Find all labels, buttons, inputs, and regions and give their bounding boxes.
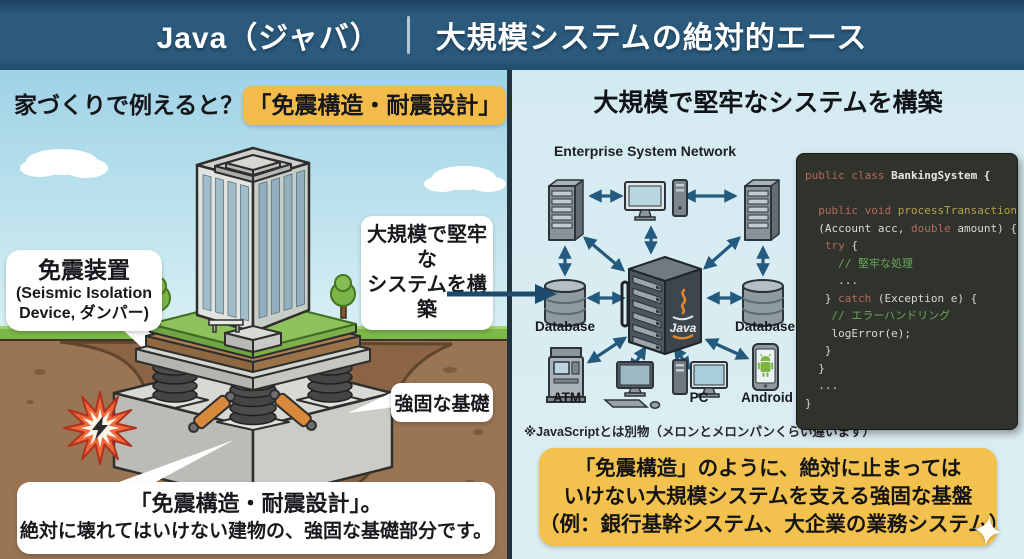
network-diagram: Enterprise System Network — [535, 143, 796, 409]
roof-parapet — [214, 154, 292, 183]
highlight-box-line: 「免震構造」のように、絶対に止まっては — [574, 457, 962, 480]
desktop-pc-icon — [624, 179, 688, 221]
code-line: } — [805, 361, 825, 375]
build-callout-line: システムを構築 — [367, 274, 487, 321]
building-windows-left — [202, 174, 249, 322]
atm-icon — [546, 347, 586, 403]
entrance-icon — [224, 325, 282, 353]
code-line: } — [805, 396, 812, 410]
code-block: public class BankingSystem { public void… — [796, 153, 1018, 430]
code-line: public void processTransaction — [818, 204, 1017, 217]
highlight-box-line: いけない大規模システムを支える強固な基盤 — [563, 485, 973, 508]
device-callout-line: 免震装置 — [38, 257, 130, 283]
database-icon — [742, 279, 784, 327]
arrow-right-icon — [447, 284, 557, 304]
code-line: // 堅牢な処理 — [805, 256, 913, 270]
code-line: ... — [805, 274, 858, 287]
building-windows-right — [258, 169, 305, 319]
label-android: Android — [741, 390, 793, 405]
cloud-icon — [424, 166, 506, 192]
workstation-icon — [603, 361, 661, 409]
build-callout-line: 大規模で堅牢な — [367, 224, 487, 271]
bottom-speech-bubble: 「免震構造・耐震設計」。 絶対に壊れてはいけない建物の、強固な基礎部分です。 — [17, 482, 495, 554]
code-line: logError(e); — [805, 326, 911, 340]
highlight-box-line: （例：銀行基幹システム、大企業の業務システム） — [539, 513, 1010, 536]
java-logo: Java — [670, 288, 697, 340]
foundation-callout: 強固な基礎 — [391, 383, 493, 422]
left-heading: 家づくりで例えると？「免震構造・耐震設計」 — [14, 86, 507, 125]
network-title: Enterprise System Network — [554, 143, 736, 159]
panel-divider — [507, 70, 512, 559]
server-icon — [744, 179, 780, 241]
android-robot-icon — [757, 353, 774, 377]
building-illustration — [0, 70, 507, 559]
left-heading-highlight: 「免震構造・耐震設計」 — [243, 86, 507, 125]
bottom-bubble-tail — [108, 440, 234, 486]
device-callout-line: Device, ダンパー) — [19, 305, 149, 322]
header-bar: Java（ジャバ） 大規模システムの絶対的エース — [0, 0, 1024, 70]
code-line: } catch (Exception e) { — [805, 291, 978, 305]
label-database-right: Database — [735, 319, 796, 334]
foundation-callout-text: 強固な基礎 — [394, 394, 490, 415]
left-panel-house-analogy: 家づくりで例えると？「免震構造・耐震設計」 免震装置 (Seismic Isol… — [0, 70, 507, 559]
bottom-note-line: 絶対に壊れてはいけない建物の、強固な基礎部分です。 — [19, 521, 493, 542]
pc-icon — [672, 359, 728, 398]
code-line: try { — [824, 239, 858, 252]
right-panel-system: 大規模で堅牢なシステムを構築 Enterprise System Network — [512, 70, 1024, 559]
header-tagline: 大規模システムの絶対的エース — [435, 22, 868, 55]
javascript-footnote: ※JavaScriptとは別物（メロンとメロンパンくらい違います） — [524, 425, 876, 439]
cloud-icon — [20, 149, 108, 178]
damper-icon — [188, 391, 236, 433]
java-server-icon: Java — [620, 256, 702, 355]
seismic-device-callout: 免震装置 (Seismic Isolation Device, ダンパー) — [6, 250, 162, 331]
code-line: // エラーハンドリング — [805, 309, 951, 322]
foundation-callout-tail — [348, 391, 395, 413]
label-atm: ATM — [553, 390, 581, 405]
damper-icon — [269, 389, 317, 431]
database-icon — [544, 279, 586, 327]
earthquake-burst-icon — [63, 391, 137, 465]
svg-text:Java: Java — [670, 321, 697, 335]
label-database-left: Database — [535, 319, 596, 334]
bottom-highlight-box: 「免震構造」のように、絶対に止まっては いけない大規模システムを支える強固な基盤… — [539, 448, 1010, 557]
android-phone-icon — [752, 343, 779, 391]
right-heading: 大規模で堅牢なシステムを構築 — [593, 89, 943, 117]
bench-icon — [208, 319, 244, 333]
sparkle-icon: ✦ — [966, 505, 1009, 558]
server-icon — [548, 179, 584, 241]
header-divider — [406, 16, 410, 54]
code-line: public class BankingSystem { — [805, 169, 991, 182]
bottom-note-line: 「免震構造・耐震設計」。 — [129, 491, 383, 516]
code-line: } — [805, 344, 832, 357]
code-line — [805, 185, 1009, 203]
tree-icon — [330, 274, 356, 319]
device-callout-line: (Seismic Isolation — [15, 285, 153, 302]
code-line: ... — [805, 379, 839, 392]
label-pc: PC — [690, 390, 709, 405]
code-line: (Account acc, double amount) { — [805, 221, 1017, 235]
left-heading-text: 家づくりで例えると？ — [14, 92, 244, 118]
header-product-title: Java（ジャバ） — [156, 22, 381, 55]
building-icon — [195, 146, 311, 353]
build-system-callout: 大規模で堅牢な システムを構築 — [361, 216, 493, 330]
